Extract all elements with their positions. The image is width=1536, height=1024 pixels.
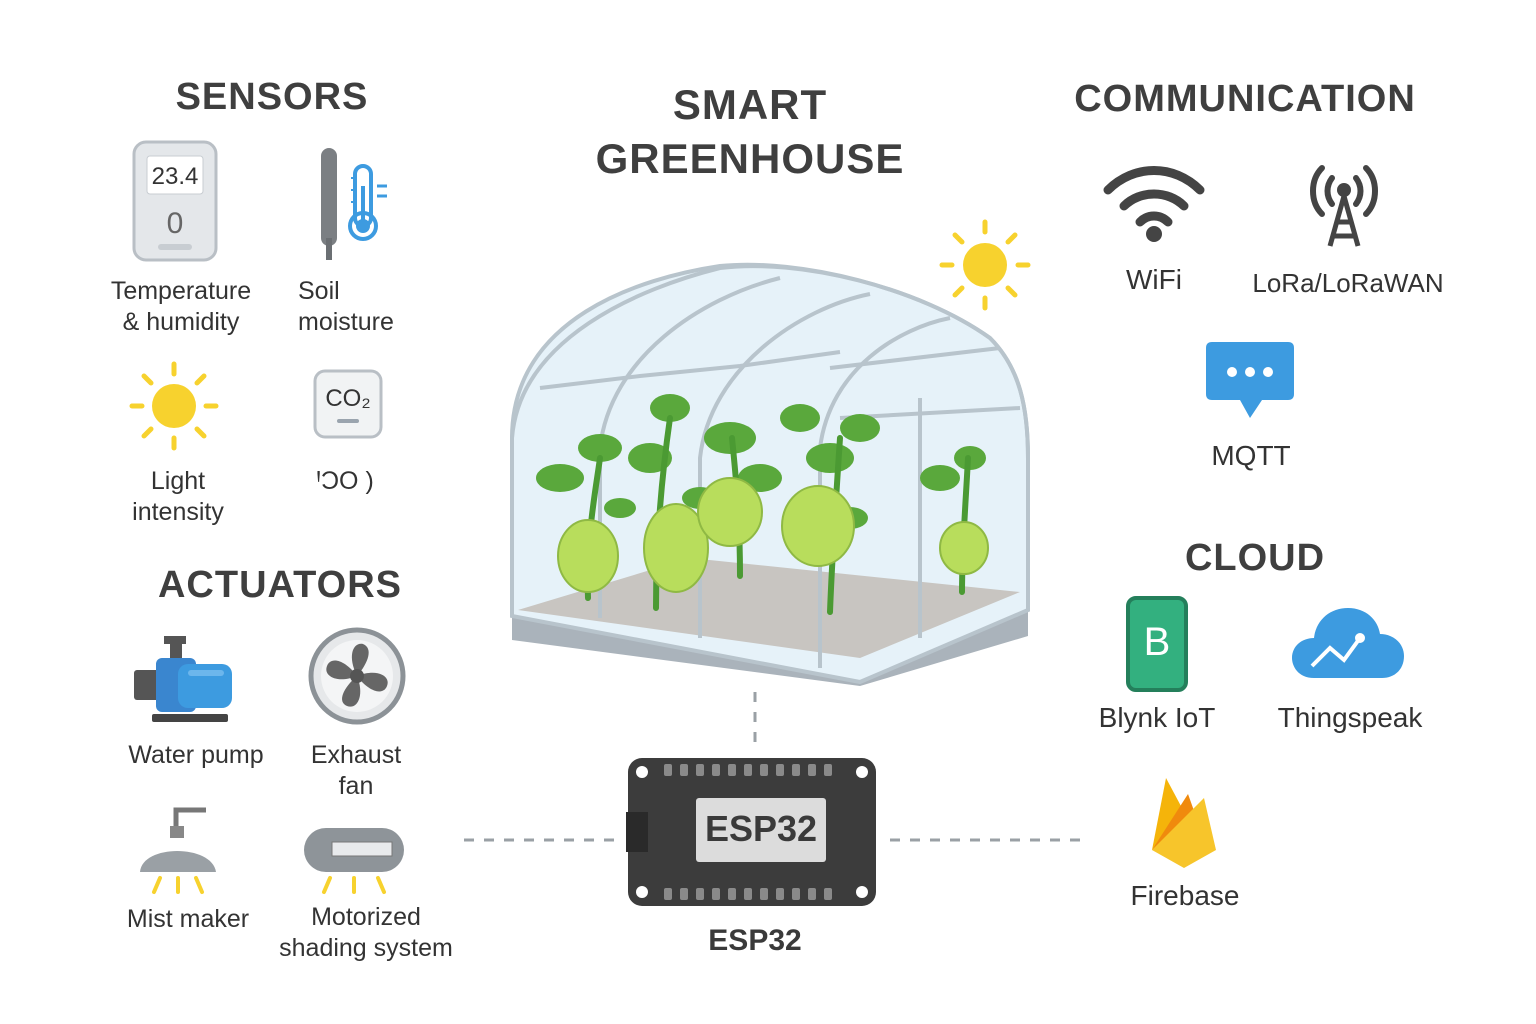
- esp32-chip-text: ESP32: [704, 808, 818, 849]
- mist-maker-icon: [136, 804, 220, 896]
- mqtt-label: MQTT: [1211, 440, 1291, 471]
- soil-moisture-label: Soil moisture: [298, 277, 394, 336]
- sensors-heading: SENSORS: [175, 76, 369, 118]
- water-pump-label: Water pump: [128, 741, 264, 769]
- co2-sensor-icon: [313, 369, 383, 439]
- exhaust-fan-icon: [307, 626, 407, 726]
- temp-display-value: 23.4: [151, 163, 199, 190]
- page-title: SMART GREENHOUSE: [595, 81, 905, 182]
- actuators-heading: ACTUATORS: [157, 564, 403, 606]
- esp32-label: ESP32: [708, 924, 802, 957]
- mist-maker-label: Mist maker: [126, 905, 250, 933]
- firebase-icon: [1148, 774, 1220, 870]
- thingspeak-label: Thingspeak: [1277, 702, 1423, 733]
- wifi-label: WiFi: [1126, 264, 1182, 295]
- temp-display-value-2: 0: [166, 207, 184, 240]
- co2-icon-text: CO₂: [325, 385, 371, 412]
- blynk-label: Blynk IoT: [1098, 702, 1216, 733]
- esp32-board-icon: [626, 756, 878, 908]
- light-intensity-label: Light intensity: [132, 467, 224, 526]
- wifi-icon: [1102, 160, 1206, 244]
- soil-moisture-sensor-icon: [315, 146, 395, 266]
- shading-system-label: Motorized shading system: [279, 903, 453, 962]
- shading-system-icon: [302, 826, 406, 896]
- blynk-icon-letter: B: [1143, 620, 1171, 664]
- lora-label: LoRa/LoRaWAN: [1252, 268, 1444, 298]
- small-sun-icon: [938, 218, 1032, 312]
- lora-antenna-icon: [1302, 160, 1386, 250]
- sun-icon: [128, 360, 220, 452]
- blynk-icon: [1126, 596, 1188, 692]
- water-pump-icon: [132, 636, 236, 726]
- firebase-label: Firebase: [1130, 880, 1240, 911]
- temperature-humidity-sensor-icon: [132, 140, 218, 262]
- mqtt-chat-icon: [1204, 340, 1296, 424]
- exhaust-fan-label: Exhaust fan: [310, 741, 402, 800]
- cloud-heading: CLOUD: [1184, 537, 1326, 579]
- temperature-humidity-label: Temperature & humidity: [110, 277, 252, 336]
- thingspeak-cloud-icon: [1290, 604, 1406, 680]
- greenhouse-illustration: [500, 258, 1040, 688]
- co2-label: ꞋƆO ): [316, 467, 374, 495]
- communication-heading: COMMUNICATION: [1074, 78, 1416, 120]
